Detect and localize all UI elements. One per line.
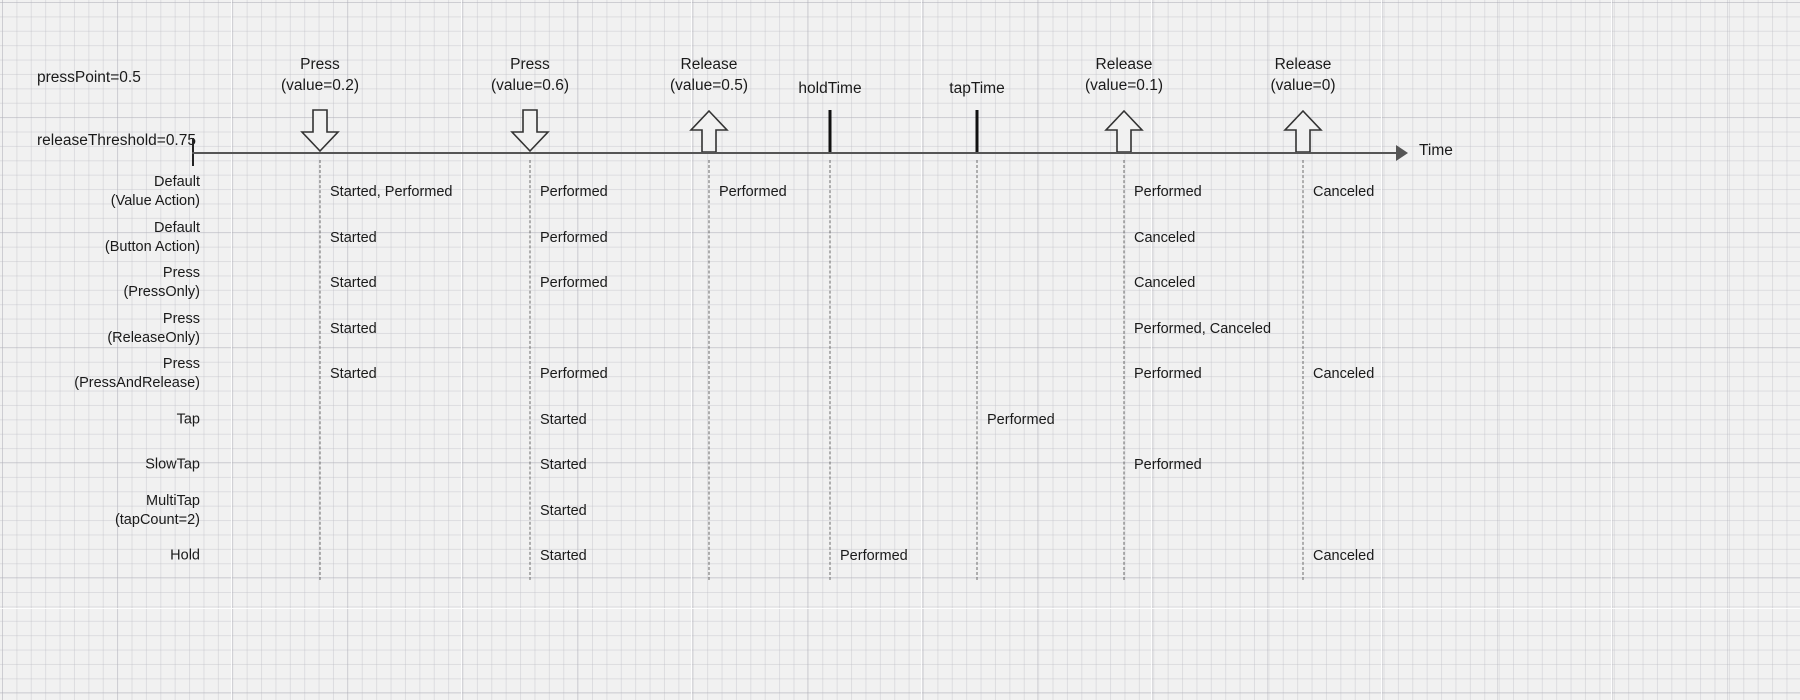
release-threshold-text: releaseThreshold=0.75 [37,132,196,149]
row-label-multitap: MultiTap (tapCount=2) [115,492,200,530]
press-point-text: pressPoint=0.5 [37,69,141,86]
event-name: Press [510,56,550,73]
row-label-line2: (Button Action) [104,239,200,255]
cell-press-pressandrelease-release-0: Canceled [1313,366,1375,382]
event-label-release-01: Release (value=0.1) [1085,54,1163,96]
row-label-line1: SlowTap [145,456,200,473]
column-guide-release-0 [1302,160,1304,580]
column-guide-tap-time [976,160,978,580]
page-seam [1381,0,1382,700]
cell-default-value-action-press-02: Started, Performed [330,184,453,200]
cell-tap-press-06: Started [540,412,587,428]
cell-press-pressonly-press-06: Performed [540,275,608,291]
arrow-up-icon-release-05 [686,108,732,154]
column-guide-press-02 [319,160,321,580]
parameter-annotation: pressPoint=0.5 releaseThreshold=0.75 [37,25,196,193]
event-name: Release [1274,56,1332,73]
cell-default-button-action-release-01: Canceled [1134,230,1196,246]
row-label-line1: Press [162,265,200,281]
event-label-release-05: Release (value=0.5) [670,54,748,96]
arrow-down-icon-press-02 [297,108,343,154]
page-seam [1151,0,1152,700]
page-seam [0,608,1800,609]
event-label-release-0: Release (value=0) [1270,54,1335,96]
arrow-up-icon-release-0 [1280,108,1326,154]
row-label-line1: Press [162,311,200,327]
cell-press-pressonly-release-01: Canceled [1134,275,1196,291]
page-seam [231,0,232,700]
cell-default-button-action-press-02: Started [330,230,377,246]
row-label-line2: (tapCount=2) [114,512,200,528]
cell-press-releaseonly-press-02: Started [330,321,377,337]
cell-slowtap-press-06: Started [540,457,587,473]
row-label-line1: MultiTap [146,493,200,509]
column-guide-release-01 [1123,160,1125,580]
row-label-line1: Hold [170,547,200,564]
axis-title: Time [1419,142,1453,159]
column-guide-release-05 [708,160,710,580]
arrow-down-icon-press-06 [507,108,553,154]
row-label-line1: Press [162,356,200,372]
event-label-press-02: Press (value=0.2) [281,54,359,96]
event-detail: (value=0.1) [1085,77,1163,94]
row-label-line1: Default [154,220,200,236]
axis-arrowhead-icon [1396,145,1408,161]
event-detail: (value=0.2) [281,77,359,94]
row-label-line1: Default [154,174,200,190]
cell-slowtap-release-01: Performed [1134,457,1202,473]
cell-default-value-action-release-05: Performed [719,184,787,200]
cell-default-value-action-release-0: Canceled [1313,184,1375,200]
column-guide-press-06 [529,160,531,580]
cell-press-pressandrelease-press-02: Started [330,366,377,382]
event-name: tapTime [949,80,1005,97]
cell-default-button-action-press-06: Performed [540,230,608,246]
event-label-tap-time: tapTime [949,78,1004,99]
row-label-hold: Hold [170,547,200,566]
row-label-line2: (PressOnly) [123,284,200,300]
row-label-tap: Tap [177,411,200,430]
row-label-line2: (PressAndRelease) [74,375,200,391]
cell-tap-tap-time: Performed [987,412,1055,428]
page-seam [921,0,922,700]
row-label-press-pressonly: Press (PressOnly) [123,264,200,302]
event-detail: (value=0) [1270,77,1336,94]
event-name: holdTime [798,80,862,97]
row-label-line2: (Value Action) [110,193,200,209]
row-label-default-button-action: Default (Button Action) [105,219,200,257]
page-seam [691,0,692,700]
event-label-press-06: Press (value=0.6) [491,54,569,96]
event-name: Release [1095,56,1153,73]
cell-press-releaseonly-release-01: Performed, Canceled [1134,321,1272,337]
cell-multitap-press-06: Started [540,503,587,519]
tick-marker-tap-time [975,110,979,154]
arrow-up-icon-release-01 [1101,108,1147,154]
cell-hold-press-06: Started [540,548,587,564]
event-detail: (value=0.5) [670,77,748,94]
cell-default-value-action-press-06: Performed [540,184,608,200]
row-label-default-value-action: Default (Value Action) [111,173,200,211]
row-label-press-releaseonly: Press (ReleaseOnly) [107,310,200,348]
cell-default-value-action-release-01: Performed [1134,184,1202,200]
page-seam [1611,0,1612,700]
column-guide-hold-time [829,160,831,580]
page-seam [461,0,462,700]
cell-hold-release-0: Canceled [1313,548,1375,564]
tick-marker-hold-time [828,110,832,154]
row-label-slowtap: SlowTap [145,456,200,475]
event-name: Press [300,56,340,73]
event-name: Release [680,56,738,73]
row-label-press-pressandrelease: Press (PressAndRelease) [74,355,200,393]
cell-press-pressonly-press-02: Started [330,275,377,291]
row-label-line1: Tap [176,411,200,428]
row-label-line2: (ReleaseOnly) [107,330,200,346]
cell-hold-hold-time: Performed [840,548,908,564]
event-detail: (value=0.6) [491,77,569,94]
cell-press-pressandrelease-press-06: Performed [540,366,608,382]
event-label-hold-time: holdTime [798,78,861,99]
time-axis-line [192,152,1402,154]
cell-press-pressandrelease-release-01: Performed [1134,366,1202,382]
